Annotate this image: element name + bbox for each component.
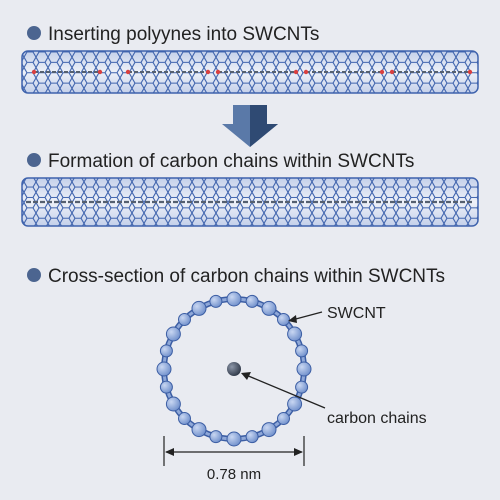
ring-atom (261, 300, 277, 316)
polyyne-end-atom (379, 69, 385, 75)
section-title: Cross-section of carbon chains within SW… (48, 266, 445, 287)
polyyne-end-atom (125, 69, 131, 75)
ring-atom (178, 412, 191, 425)
ring-atom (178, 313, 191, 326)
polyyne-end-atom (31, 69, 37, 75)
ring-atom (156, 361, 172, 377)
down-arrow-icon (222, 105, 278, 147)
section-title: Formation of carbon chains within SWCNTs (48, 151, 414, 172)
ring-atom (159, 344, 173, 358)
polyyne-end-atom (205, 69, 211, 75)
ring-atom (165, 396, 181, 412)
ring-atom (295, 344, 309, 358)
section-title: Inserting polyynes into SWCNTs (48, 24, 319, 45)
ring-atom (191, 300, 207, 316)
diameter-label: 0.78 nm (207, 466, 261, 483)
bullet-icon (27, 268, 41, 282)
polyyne-end-atom (97, 69, 103, 75)
swcnt-pointer (291, 311, 323, 321)
polyyne-end-atom (389, 69, 395, 75)
ring-atom (226, 431, 242, 447)
ring-atom (261, 422, 277, 438)
ring-atom (296, 361, 312, 377)
polyyne-end-atom (303, 69, 309, 75)
carbon-chains-label: carbon chains (327, 410, 427, 427)
cross-section-ring (156, 291, 312, 447)
polyyne-end-atom (293, 69, 299, 75)
ring-atom (159, 380, 173, 394)
carbon-chain-atom (227, 362, 241, 376)
carbon-chains-pointer (245, 374, 326, 409)
nanotube-2 (21, 177, 479, 227)
ring-atom (226, 291, 242, 307)
diameter-dimension (163, 436, 305, 466)
ring-atom (245, 294, 259, 308)
ring-atom (277, 412, 290, 425)
section-2: Formation of carbon chains within SWCNTs (21, 151, 479, 227)
ring-atom (209, 294, 223, 308)
swcnt-label: SWCNT (327, 305, 386, 322)
ring-atom (295, 380, 309, 394)
bullet-icon (27, 153, 41, 167)
nanotube-1 (21, 50, 479, 94)
ring-atom (287, 396, 303, 412)
ring-atom (209, 430, 223, 444)
bullet-icon (27, 26, 41, 40)
polyyne-end-atom (215, 69, 221, 75)
ring-atom (165, 326, 181, 342)
ring-atom (245, 430, 259, 444)
ring-atom (277, 313, 290, 326)
ring-atom (287, 326, 303, 342)
polyyne-end-atom (467, 69, 473, 75)
ring-atom (191, 422, 207, 438)
polyyne-molecules (31, 69, 473, 75)
section-1: Inserting polyynes into SWCNTs (21, 24, 479, 94)
section-3: Cross-section of carbon chains within SW… (27, 266, 445, 483)
